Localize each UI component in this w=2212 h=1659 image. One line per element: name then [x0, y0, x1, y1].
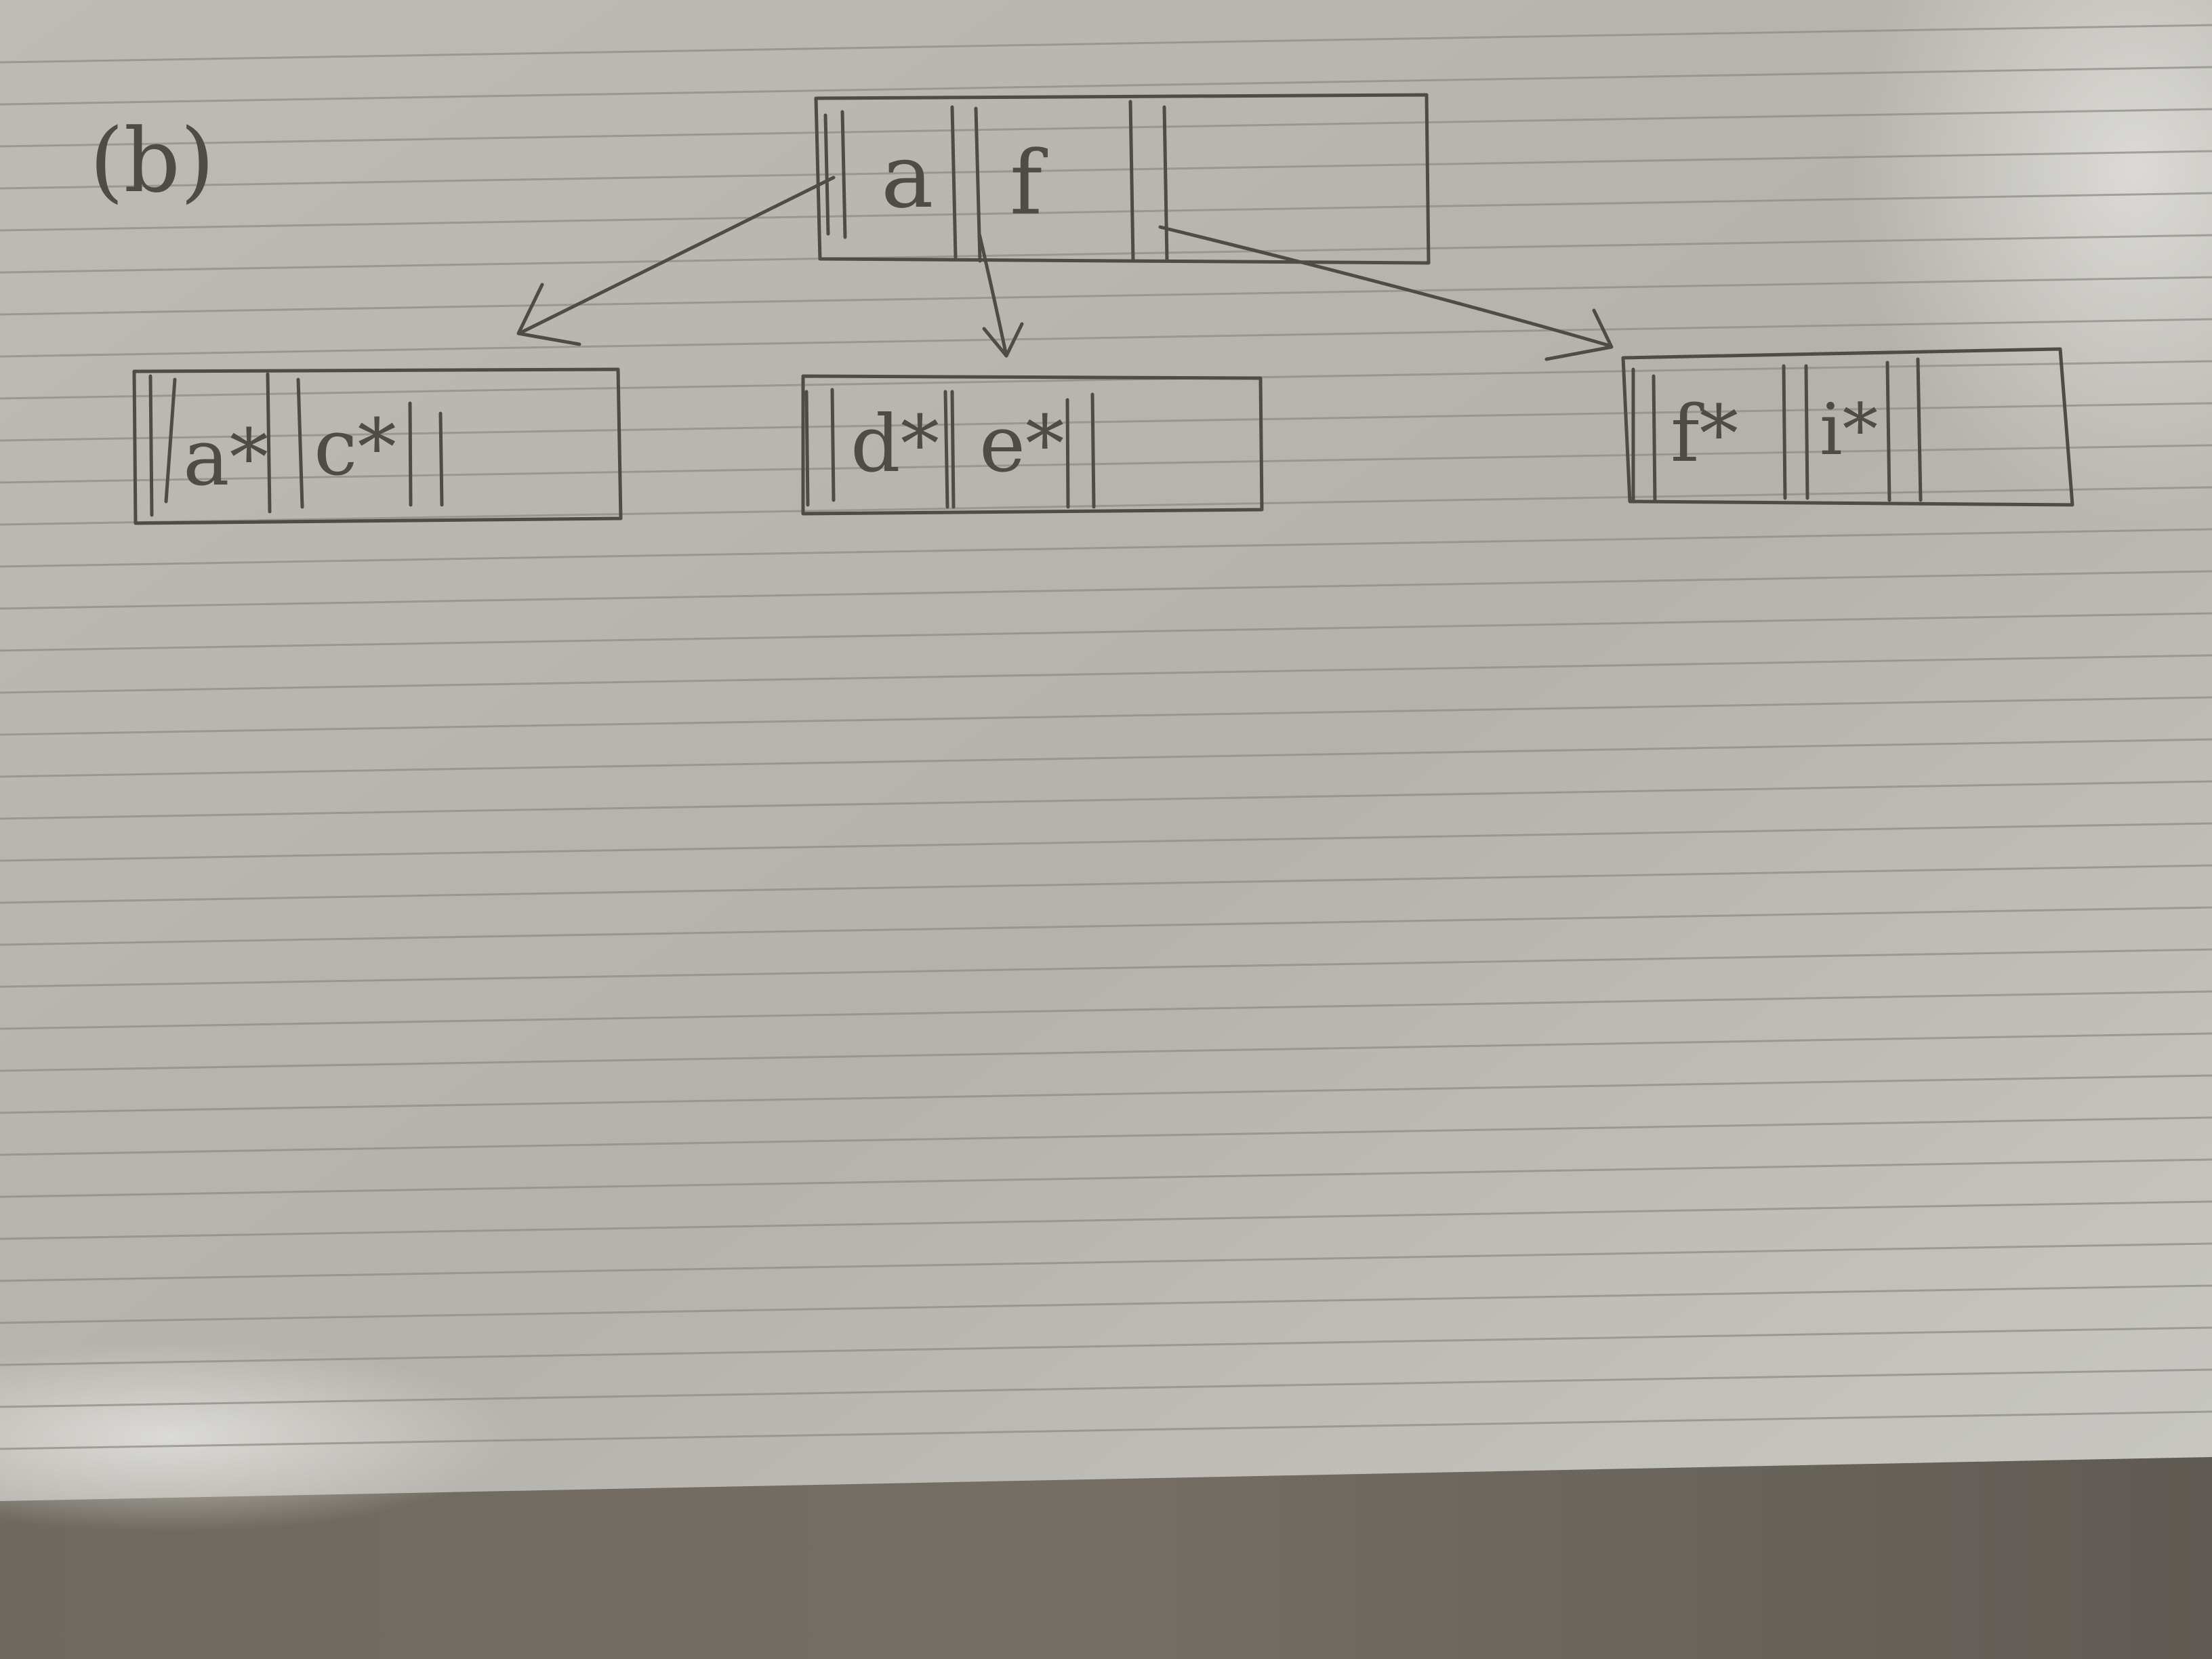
- leaf-divider: [1065, 398, 1070, 509]
- pointer-arrow-middle: [977, 232, 1008, 358]
- ruled-line: [0, 1326, 2212, 1366]
- ruled-line: [0, 192, 2212, 232]
- root-divider: [950, 105, 958, 260]
- leaf-1-key-2: c*: [314, 403, 396, 493]
- ruled-lines: [0, 24, 2212, 1450]
- ruled-line: [0, 1158, 2212, 1198]
- ruled-line: [0, 318, 2212, 358]
- pointer-arrow-left: [520, 176, 836, 334]
- pointer-arrowhead-right: [1544, 308, 1614, 361]
- ruled-line: [0, 444, 2212, 484]
- ruled-line: [0, 612, 2212, 652]
- ruled-line: [0, 1368, 2212, 1408]
- ruled-line: [0, 108, 2212, 148]
- root-node-box: [814, 93, 1431, 265]
- ruled-line: [0, 696, 2212, 736]
- leaf-2-key-2: e*: [979, 399, 1065, 490]
- ruled-line: [0, 1032, 2212, 1072]
- leaf-divider: [804, 390, 810, 507]
- root-key-1: a: [881, 125, 934, 228]
- leaf-divider: [148, 374, 154, 517]
- ruled-line: [0, 1242, 2212, 1282]
- pointer-arrowhead-middle: [982, 322, 1024, 358]
- leaf-divider: [1652, 374, 1657, 504]
- leaf-divider: [1782, 364, 1787, 500]
- ruled-line: [0, 360, 2212, 400]
- ruled-line: [0, 150, 2212, 190]
- ruled-line: [0, 402, 2212, 442]
- root-key-2: f: [1010, 131, 1048, 234]
- ruled-line: [0, 990, 2212, 1030]
- leaf-divider: [1885, 361, 1891, 502]
- root-divider: [1162, 105, 1169, 263]
- ruled-line: [0, 1074, 2212, 1114]
- root-divider: [823, 113, 830, 236]
- leaf-divider: [296, 377, 304, 509]
- ruled-line: [0, 1284, 2212, 1324]
- ruled-line: [0, 234, 2212, 274]
- ruled-line: [0, 570, 2212, 610]
- ruled-line: [0, 780, 2212, 820]
- root-divider: [1128, 100, 1135, 263]
- b-tree-diagram: (b) a f: [89, 93, 2074, 525]
- leaf-divider: [943, 390, 949, 509]
- ruled-line: [0, 1116, 2212, 1156]
- leaf-3-key-1: f*: [1671, 389, 1738, 480]
- pointer-arrowhead-left: [516, 283, 581, 346]
- leaf-node-3-box: [1621, 347, 2074, 507]
- ruled-line: [0, 1410, 2212, 1450]
- leaf-divider: [950, 390, 956, 509]
- leaf-divider: [438, 411, 444, 507]
- ruled-line: [0, 948, 2212, 988]
- leaf-node-1: a* c*: [132, 367, 623, 525]
- leaf-1-key-1: a*: [183, 413, 268, 504]
- ruled-line: [0, 486, 2212, 526]
- ruled-line: [0, 1200, 2212, 1240]
- light-glare: [0, 1342, 522, 1532]
- ruled-line: [0, 66, 2212, 106]
- ruled-line: [0, 822, 2212, 862]
- ruled-line: [0, 654, 2212, 694]
- ruled-line: [0, 906, 2212, 946]
- leaf-divider: [1090, 392, 1096, 509]
- ruled-line: [0, 738, 2212, 778]
- ruled-line: [0, 24, 2212, 64]
- light-glare: [1850, 0, 2212, 522]
- pointer-arrow-right: [1158, 225, 1612, 348]
- ruled-line: [0, 276, 2212, 316]
- leaf-divider: [1804, 364, 1809, 500]
- leaf-node-3: f* i*: [1621, 347, 2074, 507]
- leaf-divider: [1916, 357, 1923, 502]
- ruled-line: [0, 864, 2212, 904]
- leaf-3-key-2: i*: [1820, 388, 1878, 471]
- root-node: a f: [814, 93, 1431, 265]
- leaf-divider: [164, 377, 177, 504]
- leaf-node-2-box: [801, 374, 1264, 516]
- root-divider: [840, 110, 847, 239]
- ruled-line: [0, 528, 2212, 568]
- child-pointers: [516, 176, 1614, 361]
- leaf-divider: [830, 388, 836, 502]
- figure-label: (b): [89, 109, 215, 212]
- leaf-node-2: d* e*: [801, 374, 1264, 516]
- leaf-divider: [408, 401, 413, 507]
- leaf-2-key-1: d*: [851, 399, 939, 490]
- leaf-node-1-box: [132, 367, 623, 525]
- leaf-divider: [266, 372, 272, 514]
